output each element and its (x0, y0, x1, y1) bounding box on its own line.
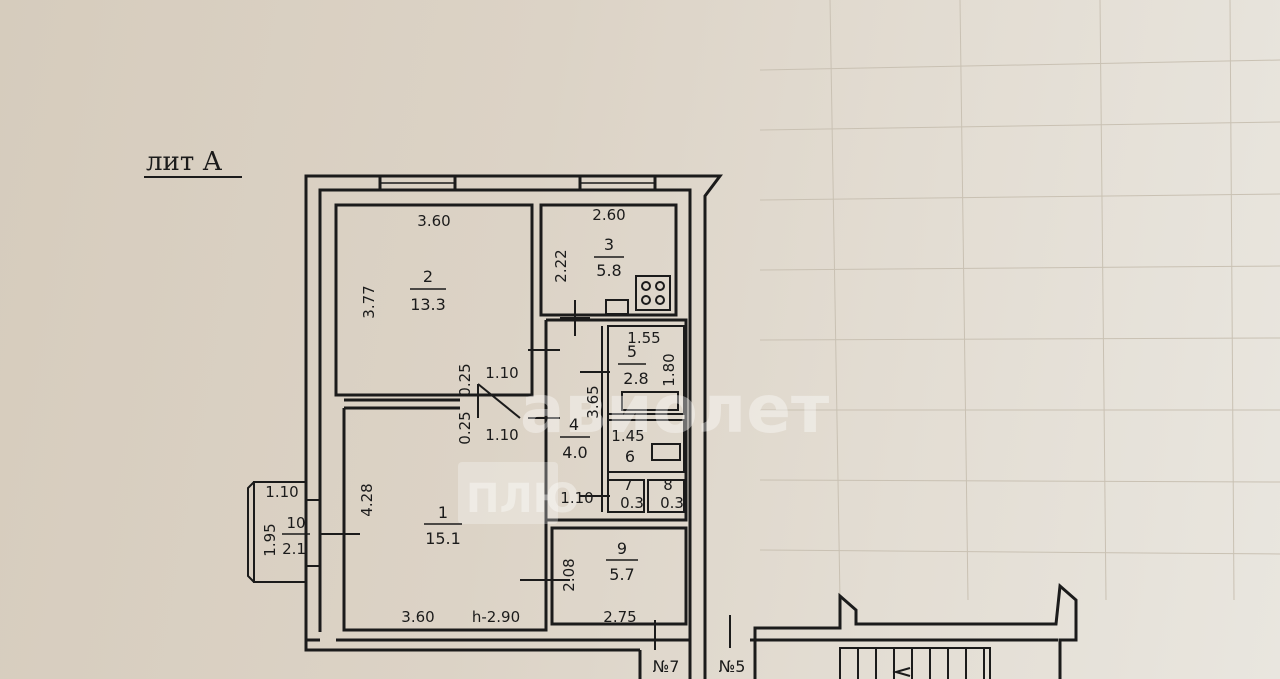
watermark-badge (458, 462, 558, 524)
room-4-area: 4.0 (562, 443, 587, 462)
dim-room3-width: 2.60 (592, 206, 625, 224)
plan-title: лит А (146, 147, 222, 177)
room-8-number: 8 (663, 476, 673, 494)
dimension-ticks (320, 300, 731, 650)
room-2-number: 2 (423, 267, 433, 286)
room-10-area: 2.1 (282, 540, 306, 558)
dim-room5-height: 1.80 (660, 353, 678, 386)
room-7-area: 0.3 (620, 494, 644, 512)
room-3-area: 5.8 (596, 261, 621, 280)
dim-corridor-bottom: 1.10 (560, 489, 593, 507)
room-1-area: 15.1 (425, 529, 461, 548)
room-4-number: 4 (569, 415, 579, 434)
background-grid (759, 0, 1280, 601)
bathtub-icon (621, 391, 679, 411)
dim-room5-width: 1.55 (627, 329, 660, 347)
dim-room1-width: 3.60 (401, 608, 434, 626)
door-swing (477, 383, 521, 419)
room-9-area: 5.7 (609, 565, 634, 584)
room-6-number: 6 (625, 447, 635, 466)
stove-icon (635, 275, 671, 311)
washbasin-icon (651, 443, 681, 461)
room-3-number: 3 (604, 235, 614, 254)
dim-room9-width: 2.75 (603, 608, 636, 626)
stair-label-5: №5 (719, 657, 746, 676)
ceiling-height: h-2.90 (472, 608, 520, 626)
room-7-number: 7 (623, 476, 633, 494)
watermark-badge-text: ПЛЮ (466, 476, 580, 522)
dim-room4-height: 3.65 (584, 385, 602, 418)
dim-room9-height: 2.08 (560, 558, 578, 591)
stair-treads (857, 648, 985, 679)
dim-balcony-width: 1.10 (265, 483, 298, 501)
dim-room1-height: 4.28 (358, 483, 376, 516)
stair-label-7: №7 (653, 657, 680, 676)
dim-partition-top: 0.25 (456, 363, 474, 396)
dim-balcony-depth: 1.95 (261, 523, 279, 556)
room-labels: 2 13.3 3 5.8 5 2.8 4 4.0 6 7 0.3 8 0.3 1… (282, 235, 684, 584)
dim-room3-height: 2.22 (552, 249, 570, 282)
dim-room2-width: 3.60 (417, 212, 450, 230)
room-10-number: 10 (286, 514, 305, 532)
dim-corridor-lower: 1.10 (485, 426, 518, 444)
room-1-number: 1 (438, 503, 448, 522)
balcony (247, 481, 320, 583)
dimension-labels: 3.60 3.77 2.60 2.22 1.55 1.80 3.65 1.10 … (261, 206, 678, 626)
dim-room6-width: 1.45 (611, 427, 644, 445)
sink-icon (605, 299, 629, 315)
room-2-area: 13.3 (410, 295, 446, 314)
room-5-number: 5 (627, 342, 637, 361)
dim-room2-height: 3.77 (360, 285, 378, 318)
dim-corridor-upper: 1.10 (485, 364, 518, 382)
watermark-text: авиолет (520, 371, 829, 448)
walls (304, 174, 1078, 679)
room-5-area: 2.8 (623, 369, 648, 388)
room-8-area: 0.3 (660, 494, 684, 512)
room-9-number: 9 (617, 539, 627, 558)
dim-partition-bottom: 0.25 (456, 411, 474, 444)
